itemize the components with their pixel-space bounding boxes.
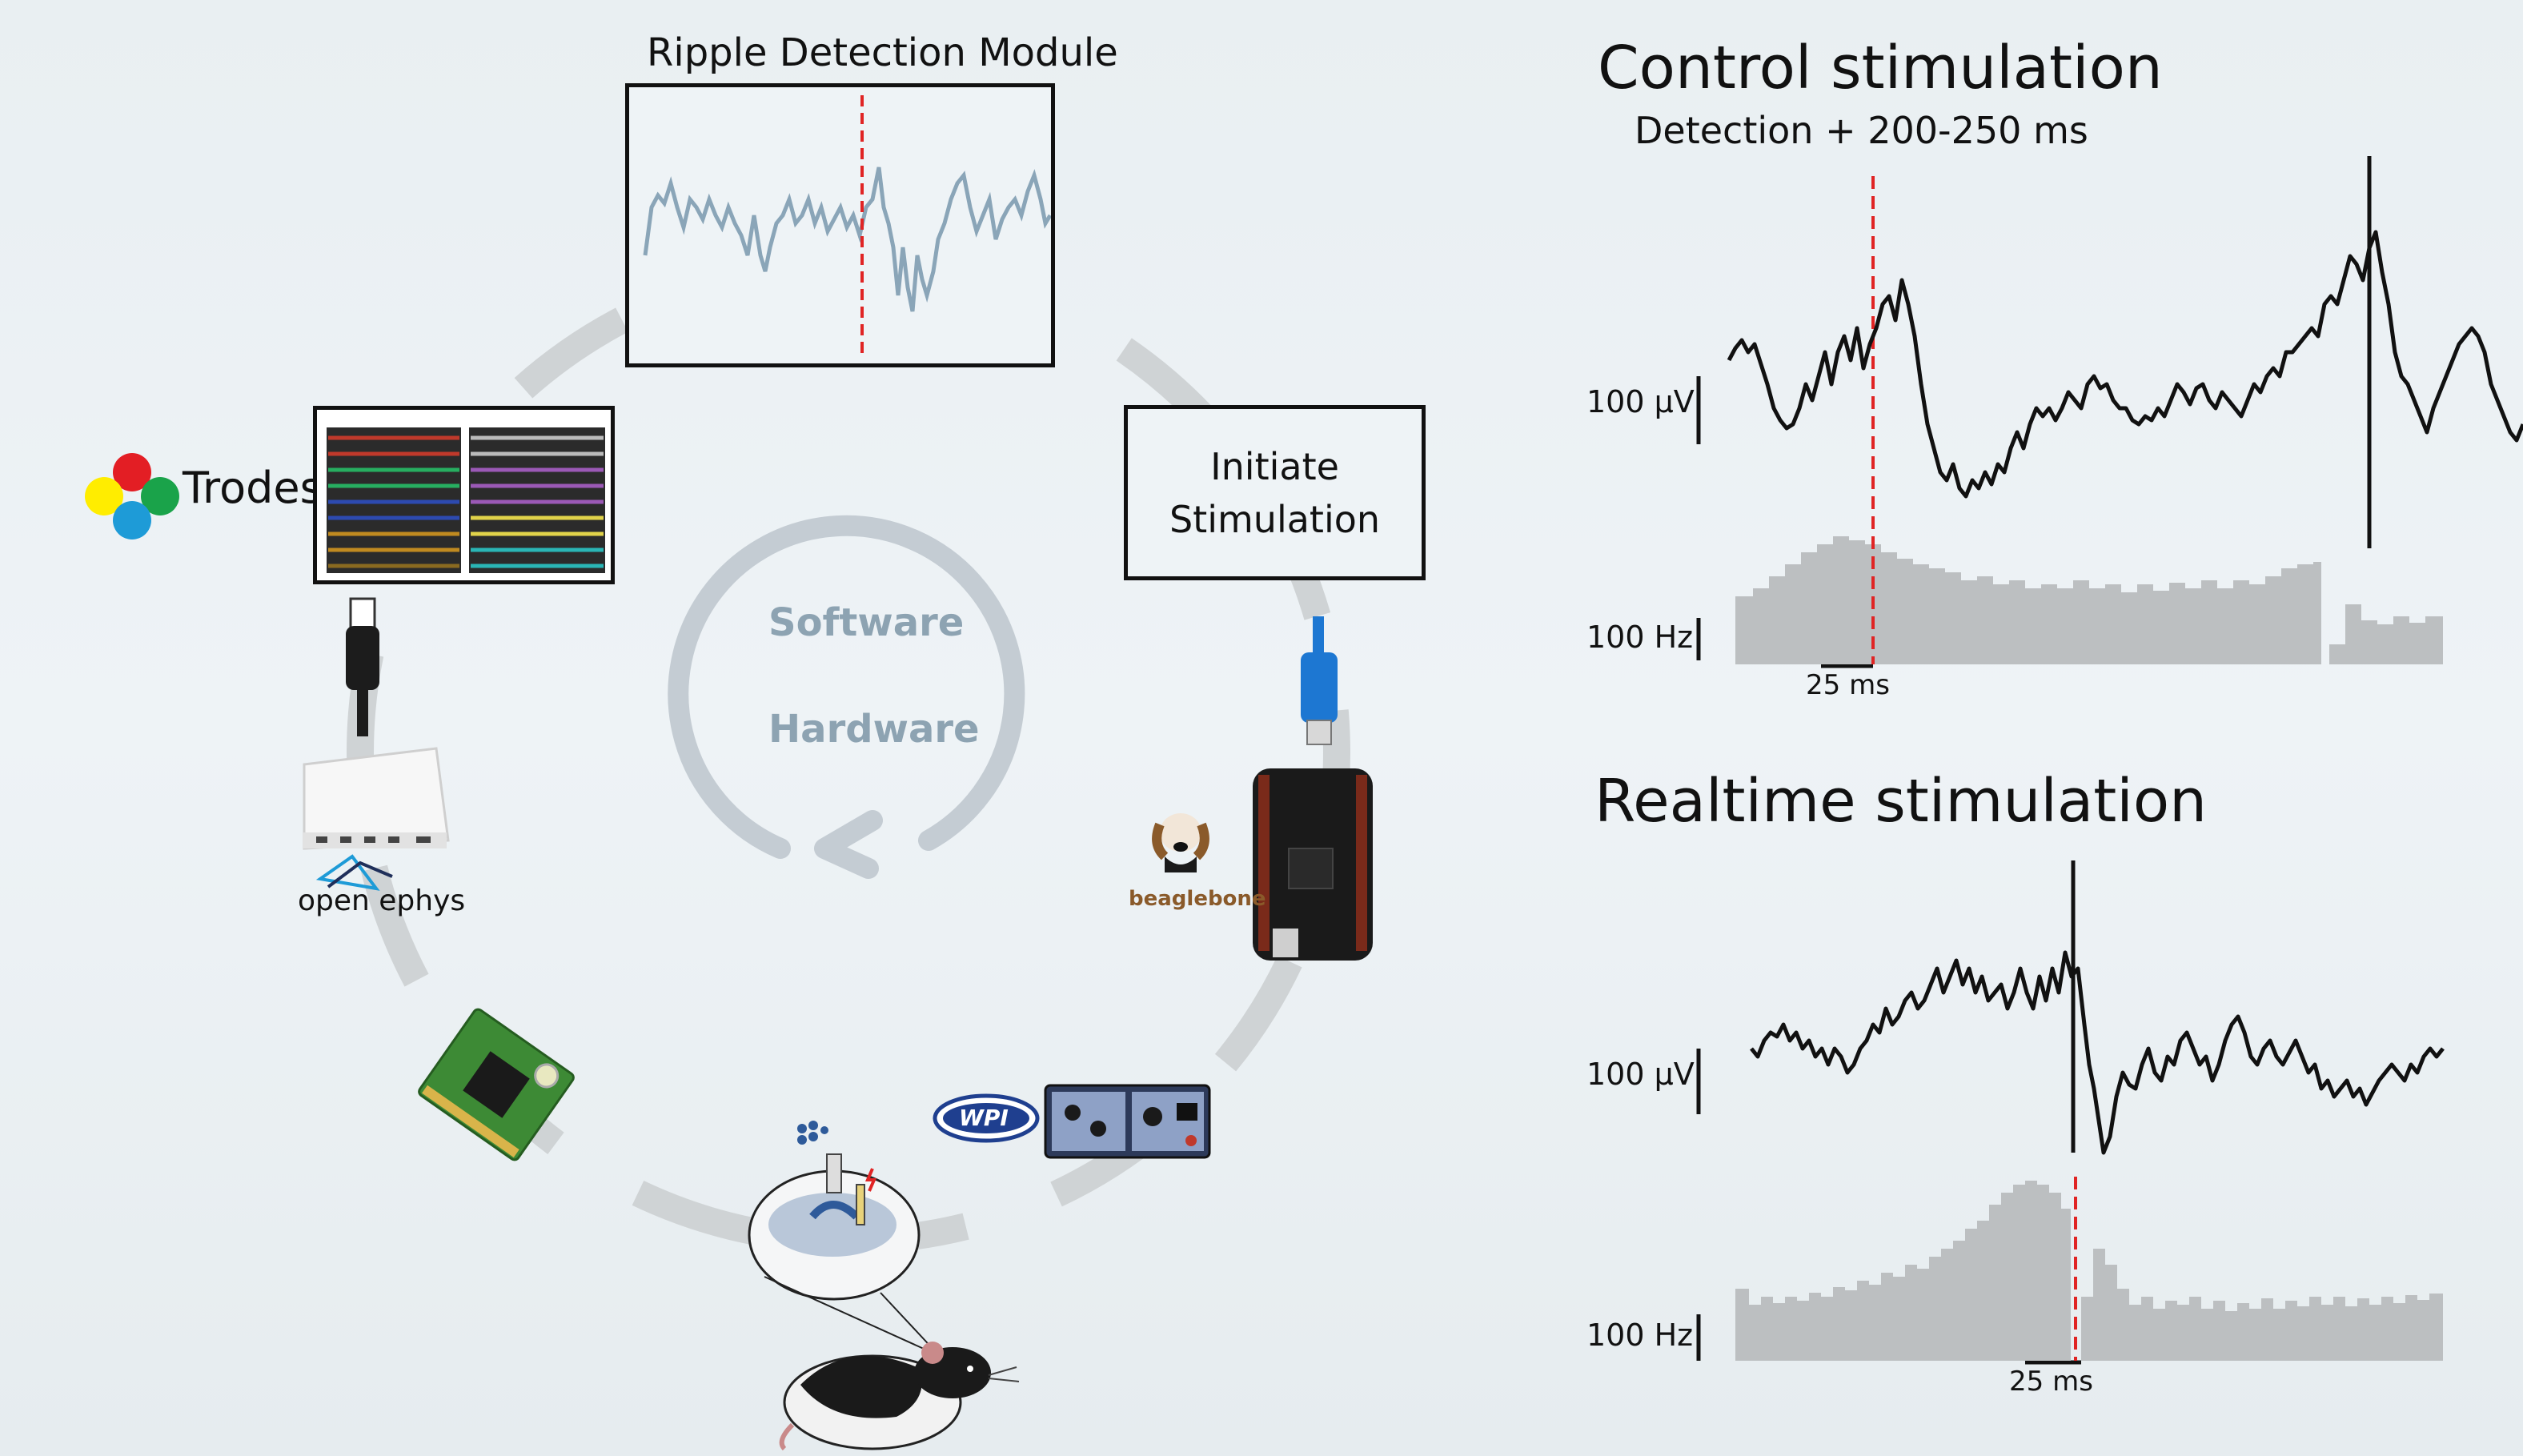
ripple-trace-plot — [643, 95, 1053, 359]
open-ephys-label: open ephys — [298, 884, 466, 917]
closed-loop-diagram — [85, 251, 1373, 1451]
control-time-scale-label: 25 ms — [1806, 669, 1890, 701]
control-lfp-scale-label: 100 μV — [1586, 384, 1695, 419]
ethernet-cable-icon — [1301, 616, 1338, 745]
realtime-lfp-scale-label: 100 μV — [1586, 1057, 1695, 1092]
realtime-rate-scale-label: 100 Hz — [1586, 1318, 1694, 1353]
control-lfp-trace — [1727, 230, 2523, 499]
brain-inset-icon — [748, 1121, 937, 1354]
initiate-stimulation-box: Initiate Stimulation — [1124, 405, 1426, 580]
control-rate-histogram — [1735, 536, 2443, 664]
beaglebone-dog-icon — [1152, 813, 1209, 872]
beaglebone-board-icon — [1253, 768, 1373, 961]
trodes-channel-view — [327, 427, 605, 573]
control-title: Control stimulation — [1598, 34, 2163, 102]
realtime-time-scale-label: 25 ms — [2009, 1366, 2093, 1398]
ripple-module-title: Ripple Detection Module — [647, 30, 1118, 75]
control-rate-scale-label: 100 Hz — [1586, 620, 1694, 655]
hardware-label: Hardware — [768, 707, 980, 752]
stimulus-isolator-icon — [1044, 1084, 1211, 1159]
realtime-title: Realtime stimulation — [1594, 767, 2208, 836]
rat-icon — [779, 1342, 1020, 1451]
wpi-logo — [933, 1093, 1040, 1143]
initiate-line-2: Stimulation — [1169, 497, 1381, 541]
beaglebone-label: beaglebone — [1129, 887, 1266, 911]
realtime-rate-histogram — [1735, 1181, 2443, 1361]
trodes-screen — [313, 406, 615, 584]
usb-cable-icon — [346, 597, 379, 736]
cycle-arrowhead — [814, 810, 883, 879]
stimulation-traces — [1696, 156, 2523, 1365]
headstage-board-icon — [418, 1008, 575, 1161]
trodes-label: Trodes — [183, 463, 323, 513]
ripple-lfp-trace — [643, 166, 1053, 312]
trodes-logo — [85, 453, 179, 539]
wpi-label: WPI — [959, 1105, 1009, 1131]
software-label: Software — [768, 600, 965, 645]
open-ephys-box-icon — [303, 747, 450, 850]
cycle-arrow — [668, 515, 1025, 859]
control-subtitle: Detection + 200-250 ms — [1635, 109, 2088, 152]
ripple-detection-panel — [625, 83, 1055, 367]
initiate-line-1: Initiate — [1210, 444, 1339, 488]
realtime-lfp-trace — [1750, 950, 2445, 1155]
open-ephys-logo — [315, 854, 393, 891]
